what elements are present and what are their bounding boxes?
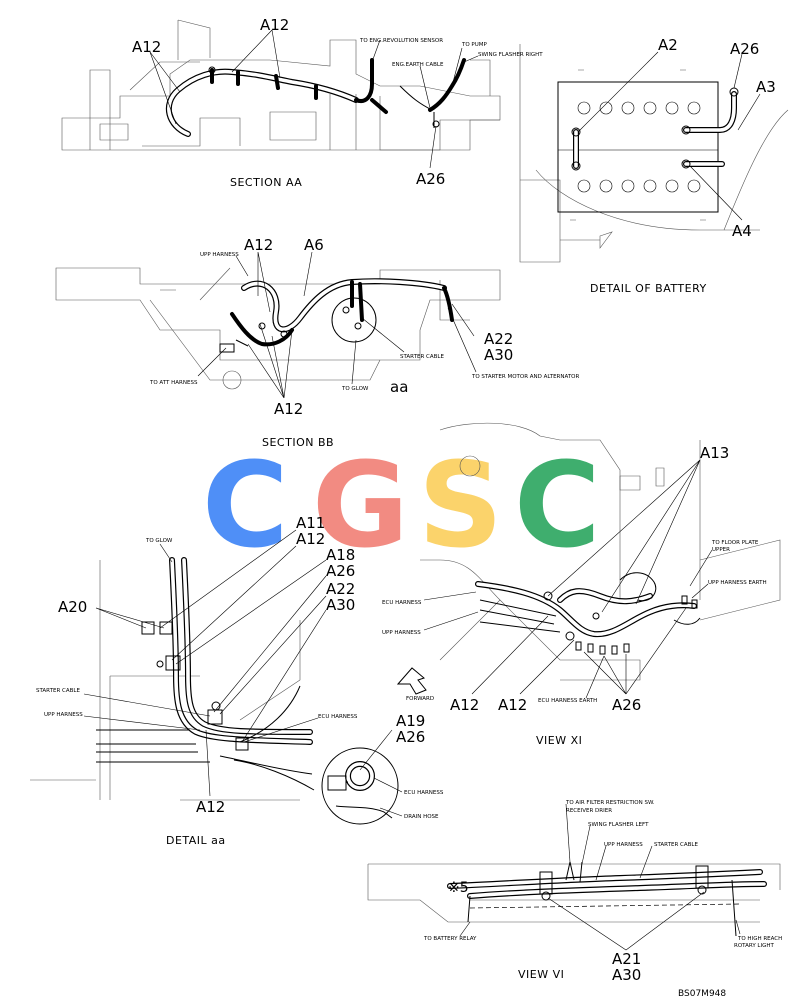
note-ecu-harness: ECU HARNESS [318, 714, 358, 720]
watermark-letter-s: S [418, 436, 503, 574]
cgsc-watermark: C G S C [202, 436, 601, 574]
section-bb-title: SECTION BB [262, 436, 334, 449]
note-to-high-reach: TO HIGH REACH [737, 936, 782, 942]
section-aa-title: SECTION AA [230, 176, 302, 189]
view-xi: A13 A12 A12 A26 ECU HARNESS UPP HARNESS … [382, 422, 781, 747]
a30-callout: A30 [612, 966, 641, 984]
aa-callout: aa [390, 378, 408, 396]
note-mark-5: ※5 [448, 880, 469, 896]
a26-callout: A26 [730, 40, 759, 58]
watermark-letter-g: G [312, 436, 409, 574]
note-to-pump: TO PUMP [461, 42, 488, 48]
a2-callout: A2 [658, 36, 678, 54]
note-upp-harness: UPP HARNESS [44, 712, 83, 718]
drawing-code: BS07M948 [678, 989, 726, 999]
a11-callout: A11 [296, 514, 325, 532]
note-air-filter: TO AIR FILTER RESTRICTION SW. [565, 800, 655, 806]
a12-callout-top: A12 [260, 16, 289, 34]
note-swing-flasher-right: SWING FLASHER RIGHT [478, 52, 543, 58]
section-aa: A12 A12 A26 TO ENG.REVOLUTION SENSOR TO … [61, 16, 543, 189]
a12-callout-bottom: A12 [274, 400, 303, 418]
note-rotary-light: ROTARY LIGHT [734, 943, 775, 949]
detail-battery-title: DETAIL OF BATTERY [590, 282, 707, 295]
a12-callout-left: A12 [450, 696, 479, 714]
note-upp-harness: UPP HARNESS [200, 252, 239, 258]
a12-callout-left: A12 [132, 38, 161, 56]
note-ecu-harness: ECU HARNESS [382, 600, 422, 606]
note-upp-harness: UPP HARNESS [604, 842, 643, 848]
a18-callout: A18 [326, 546, 355, 564]
a26-callout: A26 [326, 562, 355, 580]
note-to-floor-plate: TO FLOOR PLATE [711, 540, 759, 546]
note-ecu-harness-earth: ECU HARNESS EARTH [538, 698, 597, 704]
a30-callout: A30 [484, 346, 513, 364]
note-eng-earth-cable: ENG.EARTH CABLE [392, 62, 444, 68]
a12-callout-top: A12 [244, 236, 273, 254]
note-swing-flasher-left: SWING FLASHER LEFT [588, 822, 649, 828]
a22-callout: A22 [326, 580, 355, 598]
note-upp-harness: UPP HARNESS [382, 630, 421, 636]
detail-aa: A11 A12 A18 A26 A22 A30 A20 A19 A26 A12 … [30, 514, 444, 847]
note-to-glow: TO GLOW [145, 538, 173, 544]
view-vi: A21 A30 ※5 TO AIR FILTER RESTRICTION SW.… [367, 800, 782, 984]
note-upp-harness-earth: UPP HARNESS EARTH [708, 580, 767, 586]
detail-battery: A2 A26 A3 A4 DETAIL OF BATTERY [519, 36, 789, 295]
note-starter-cable: STARTER CABLE [36, 688, 80, 694]
a26-callout: A26 [416, 170, 445, 188]
forward-arrow-icon [396, 667, 427, 695]
note-to-starter-motor: TO STARTER MOTOR AND ALTERNATOR [471, 374, 580, 380]
a19-callout: A19 [396, 712, 425, 730]
a26-callout: A26 [612, 696, 641, 714]
battery-cells [577, 101, 701, 193]
note-receiver-drier: RECEIVER DRIER [566, 808, 612, 814]
earth-terminals [575, 595, 698, 655]
note-upper: UPPER [712, 547, 730, 553]
note-starter-cable: STARTER CABLE [400, 354, 444, 360]
a6-callout: A6 [304, 236, 324, 254]
note-starter-cable: STARTER CABLE [654, 842, 698, 848]
note-ecu-harness-inset: ECU HARNESS [404, 790, 444, 796]
a12-callout-right: A12 [498, 696, 527, 714]
a4-callout: A4 [732, 222, 752, 240]
a26-callout-inset: A26 [396, 728, 425, 746]
note-to-glow: TO GLOW [341, 386, 369, 392]
note-to-att-harness: TO ATT HARNESS [149, 380, 198, 386]
watermark-letter-c1: C [202, 436, 289, 574]
a21-callout: A21 [612, 950, 641, 968]
note-to-battery-relay: TO BATTERY RELAY [423, 936, 477, 942]
a12-callout-bottom: A12 [196, 798, 225, 816]
note-drain-hose: DRAIN HOSE [404, 814, 439, 820]
note-forward: FORWARD [406, 696, 434, 702]
a22-callout: A22 [484, 330, 513, 348]
detail-aa-title: DETAIL aa [166, 834, 226, 847]
view-xi-title: VIEW XI [536, 734, 582, 747]
a12-callout-top: A12 [296, 530, 325, 548]
note-eng-revolution-sensor: TO ENG.REVOLUTION SENSOR [359, 38, 443, 44]
a13-callout: A13 [700, 444, 729, 462]
a20-callout: A20 [58, 598, 87, 616]
view-vi-title: VIEW VI [518, 968, 564, 981]
section-bb: A12 A6 A22 A30 aa A12 UPP HARNESS TO ATT… [55, 236, 580, 449]
watermark-letter-c2: C [514, 436, 601, 574]
a30-callout: A30 [326, 596, 355, 614]
a3-callout: A3 [756, 78, 776, 96]
